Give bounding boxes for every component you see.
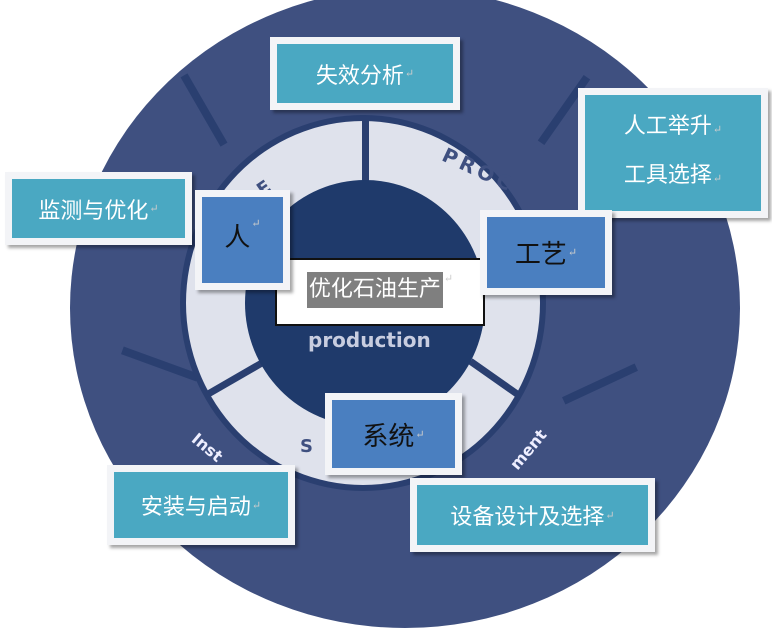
artificial-lift-box: 人工举升↵工具选择↵ [578, 88, 768, 218]
monitoring-box: 监测与优化↵ [5, 172, 192, 245]
paragraph-mark: ↵ [251, 217, 261, 230]
process-box: 工艺↵ [480, 210, 612, 295]
paragraph-mark: ↵ [415, 427, 425, 441]
paragraph-mark: ↵ [712, 172, 723, 185]
center-title: 优化石油生产 [306, 272, 443, 308]
production-label: production [308, 328, 431, 352]
failure-analysis-label: 失效分析 [315, 63, 404, 89]
systems-label: S [300, 436, 313, 457]
paragraph-mark: ↵ [251, 498, 262, 512]
system-text: 系统 [362, 421, 415, 452]
equipment-box: 设备设计及选择↵ [410, 478, 655, 552]
tool-selection-label: 工具选择 [623, 163, 712, 188]
failure-analysis-box: 失效分析↵ [270, 37, 460, 110]
paragraph-mark: ↵ [443, 272, 454, 285]
process-text: 工艺 [514, 240, 567, 270]
system-box: 系统↵ [325, 393, 462, 475]
people-box: 人↵ [195, 190, 290, 290]
paragraph-mark: ↵ [712, 123, 723, 136]
paragraph-mark: ↵ [404, 67, 415, 80]
equipment-label-box: 设备设计及选择 [450, 505, 605, 530]
monitoring-label: 监测与优化 [38, 198, 149, 224]
paragraph-mark: ↵ [567, 246, 578, 259]
installation-box: 安装与启动↵ [107, 465, 295, 545]
artificial-lift-label: 人工举升 [623, 114, 712, 139]
installation-label: 安装与启动 [140, 495, 251, 520]
ring-divider [362, 118, 369, 184]
center-title-box: 优化石油生产↵ [275, 258, 485, 326]
paragraph-mark: ↵ [149, 202, 159, 215]
people-text: 人 [224, 223, 251, 253]
paragraph-mark: ↵ [605, 508, 615, 522]
